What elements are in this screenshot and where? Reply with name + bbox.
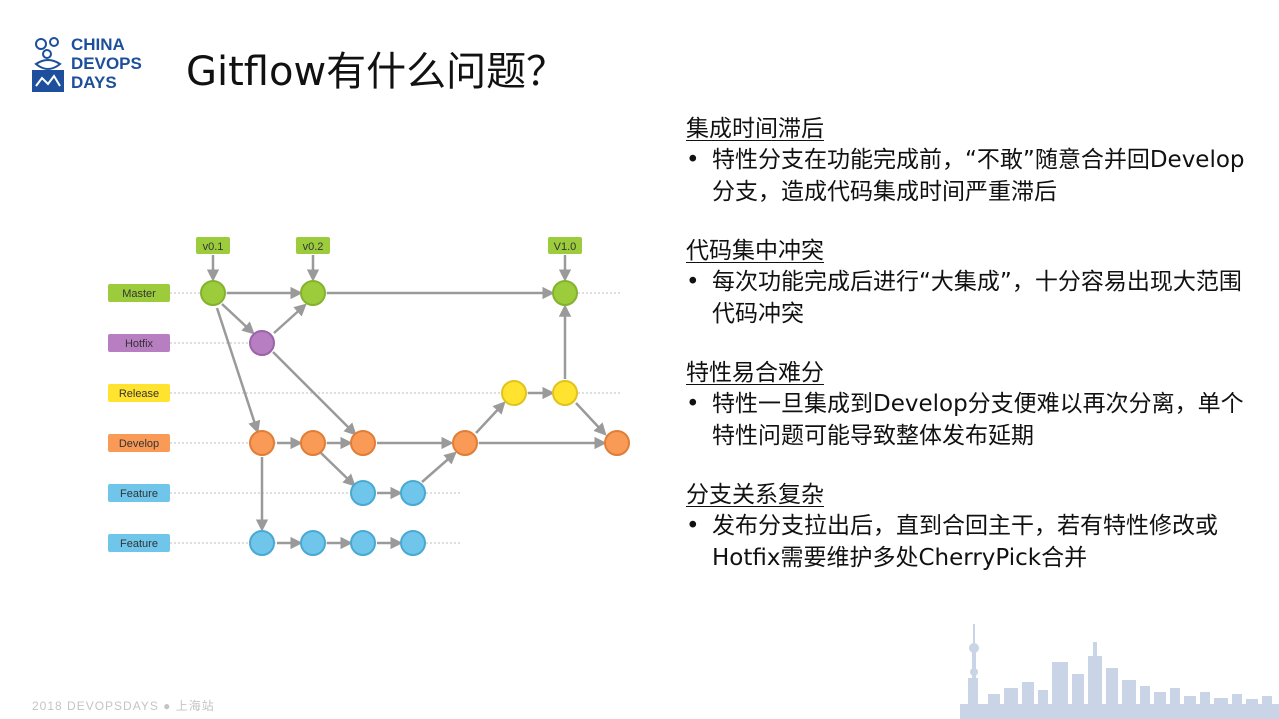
branch-label-hotfix: Hotfix [108,334,170,352]
section-complex-branches: 分支关系复杂 • 发布分支拉出后，直到合回主干，若有特性修改或Hotfix需要维… [686,480,1246,574]
section-title: 代码集中冲突 [686,238,824,264]
commit-feature-a-2 [400,480,426,506]
bullet-item: • 发布分支拉出后，直到合回主干，若有特性修改或Hotfix需要维护多处Cher… [686,510,1246,574]
bullet-text: 特性一旦集成到Develop分支便难以再次分离，单个特性问题可能导致整体发布延期 [712,391,1244,449]
svg-text:V1.0: V1.0 [554,241,577,253]
commit-master-3 [552,280,578,306]
bullet-item: • 特性分支在功能完成前，“不敢”随意合并回Develop分支，造成代码集成时间… [686,144,1246,208]
logo-text: CHINA DEVOPS DAYS [71,35,142,92]
section-title: 特性易合难分 [686,360,824,386]
branch-label-feature-2: Feature [108,534,170,552]
shanghai-skyline-icon [960,624,1279,719]
bullet-item: • 特性一旦集成到Develop分支便难以再次分离，单个特性问题可能导致整体发布… [686,388,1246,452]
commit-develop-5 [604,430,630,456]
section-title: 分支关系复杂 [686,482,824,508]
bullet-text: 特性分支在功能完成前，“不敢”随意合并回Develop分支，造成代码集成时间严重… [712,147,1245,205]
branch-label-release: Release [108,384,170,402]
svg-text:v0.1: v0.1 [203,241,224,253]
commit-master-2 [300,280,326,306]
tag-v0-2: v0.2 [296,237,330,254]
svg-text:Feature: Feature [120,538,158,550]
tag-v1-0: V1.0 [548,237,582,254]
bullet-item: • 每次功能完成后进行“大集成”，十分容易出现大范围代码冲突 [686,266,1246,330]
commit-develop-4 [452,430,478,456]
logo: CHINA DEVOPS DAYS [30,32,160,94]
commit-develop-1 [249,430,275,456]
commit-feature-b-4 [400,530,426,556]
branch-label-develop: Develop [108,434,170,452]
commit-feature-a-1 [350,480,376,506]
bullet-marker: • [686,269,700,295]
commit-feature-b-3 [350,530,376,556]
svg-text:Release: Release [119,388,159,400]
section-code-conflict: 代码集中冲突 • 每次功能完成后进行“大集成”，十分容易出现大范围代码冲突 [686,236,1246,330]
section-hard-to-separate: 特性易合难分 • 特性一旦集成到Develop分支便难以再次分离，单个特性问题可… [686,358,1246,452]
logo-emblem-icon [32,37,64,92]
svg-text:Develop: Develop [119,438,159,450]
footer-text: 2018 DEVOPSDAYS ● 上海站 [32,699,215,713]
bullet-text: 发布分支拉出后，直到合回主干，若有特性修改或Hotfix需要维护多处Cherry… [712,513,1218,571]
problem-list: 集成时间滞后 • 特性分支在功能完成前，“不敢”随意合并回Develop分支，造… [686,114,1246,602]
commit-release-2 [552,380,578,406]
svg-text:Master: Master [122,288,156,300]
commit-feature-b-2 [300,530,326,556]
bullet-marker: • [686,391,700,417]
gitflow-diagram: Master Hotfix Release Develop Feature Fe… [108,237,630,556]
section-title: 集成时间滞后 [686,116,824,142]
commit-develop-2 [300,430,326,456]
svg-text:Feature: Feature [120,488,158,500]
svg-text:v0.2: v0.2 [303,241,324,253]
bullet-marker: • [686,147,700,173]
branch-label-master: Master [108,284,170,302]
commit-master-1 [200,280,226,306]
tag-v0-1: v0.1 [196,237,230,254]
branch-label-feature: Feature [108,484,170,502]
section-integration-delay: 集成时间滞后 • 特性分支在功能完成前，“不敢”随意合并回Develop分支，造… [686,114,1246,208]
page-title: Gitflow有什么问题？ [186,49,567,95]
commit-hotfix-1 [249,330,275,356]
bullet-marker: • [686,513,700,539]
commit-develop-3 [350,430,376,456]
bullet-text: 每次功能完成后进行“大集成”，十分容易出现大范围代码冲突 [712,269,1242,327]
commit-release-1 [501,380,527,406]
svg-text:Hotfix: Hotfix [125,338,154,350]
commit-feature-b-1 [249,530,275,556]
